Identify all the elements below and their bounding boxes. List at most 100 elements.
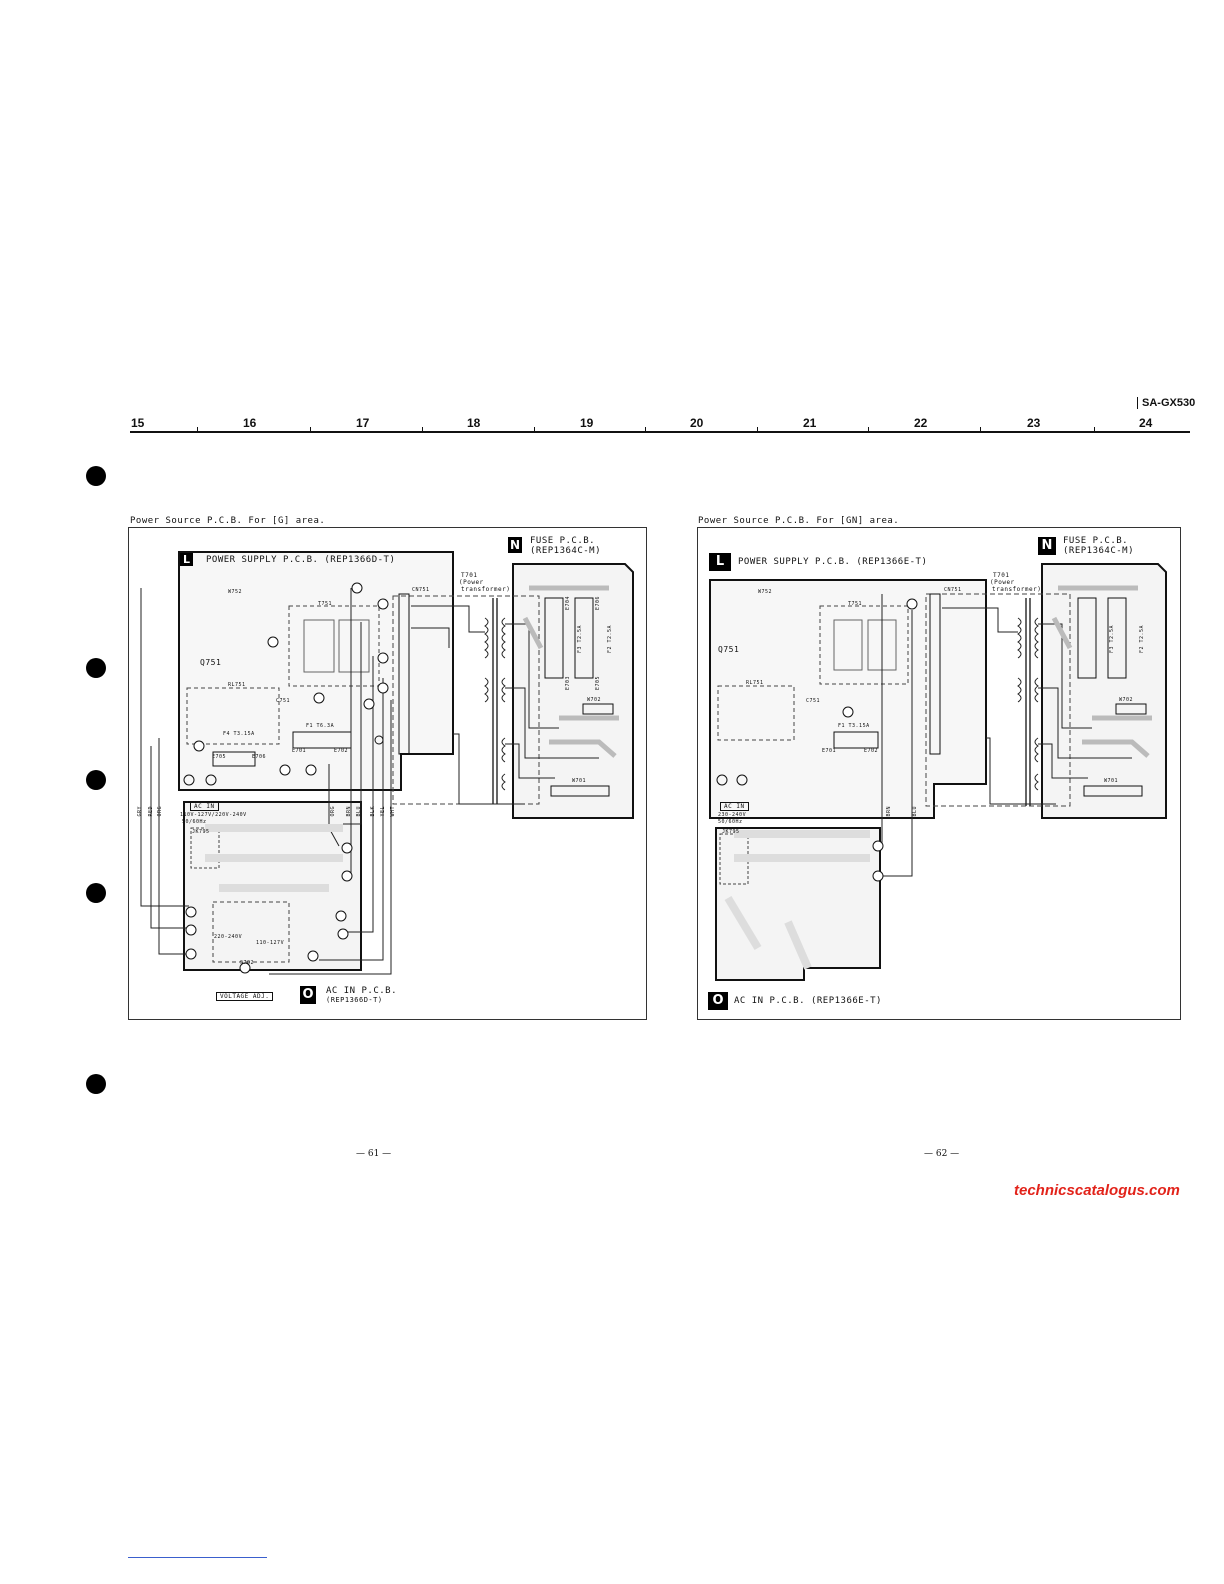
selector-label: 220-240V <box>214 934 243 940</box>
f4-fuse-outline <box>212 751 256 767</box>
cn751-connector <box>398 593 410 755</box>
component-ref: F1 T3.15A <box>838 723 870 729</box>
model-number: SA-GX530 <box>1137 397 1195 409</box>
component-ref: E701 <box>292 748 307 754</box>
wire-color-label: RED <box>148 806 154 817</box>
wire-color-label: BLU <box>356 806 362 817</box>
grid-tick <box>868 427 869 433</box>
wire <box>1038 687 1132 759</box>
selector-label: 110-127V <box>256 940 285 946</box>
binder-hole <box>86 658 106 678</box>
component-ref: E706 <box>595 595 602 611</box>
ac-in-label: AC IN <box>190 802 219 811</box>
grid-tick <box>980 427 981 433</box>
f3-fuse-outline <box>544 597 564 679</box>
component-ref: JK795 <box>722 829 740 835</box>
grid-number: 20 <box>690 416 704 430</box>
ac-spec: 50/60Hz <box>182 819 207 825</box>
power-supply-board-title: POWER SUPPLY P.C.B. (REP1366D-T) <box>206 555 396 565</box>
component-ref: E702 <box>334 748 349 754</box>
left-diagram-panel <box>128 527 647 1020</box>
binder-hole <box>86 466 106 486</box>
t701-secondary-coil-4 <box>1034 773 1039 791</box>
transformer-ref: T701 <box>461 572 478 579</box>
wire-color-label: WHT <box>390 806 396 817</box>
t701-secondary-coil-2 <box>501 677 506 703</box>
fuse-board-outline <box>512 563 634 819</box>
fuse-board-title: FUSE P.C.B. <box>1063 536 1129 546</box>
board-letter-badge: L <box>180 553 193 566</box>
transformer-desc: transformer) <box>992 586 1042 593</box>
component-ref: F3 T2.5A <box>1109 624 1116 654</box>
component-ref: E704 <box>565 595 572 611</box>
component-ref: E702 <box>864 748 879 754</box>
binder-hole <box>86 770 106 790</box>
f3-fuse-outline <box>1077 597 1097 679</box>
grid-tick <box>310 427 311 433</box>
component-ref: JK795 <box>192 829 210 835</box>
wire <box>505 623 559 729</box>
right-schematic <box>709 563 1167 981</box>
component-ref: W702 <box>1119 697 1134 703</box>
wire-red <box>150 746 189 929</box>
left-diagram-caption: Power Source P.C.B. For [G] area. <box>130 516 326 526</box>
component-ref: T751 <box>848 601 863 607</box>
grid-number: 16 <box>243 416 257 430</box>
component-ref: F3 T2.5A <box>577 624 584 654</box>
grid-tick <box>645 427 646 433</box>
grid-number: 24 <box>1139 416 1153 430</box>
grid-number: 17 <box>356 416 370 430</box>
grid-number: 21 <box>803 416 817 430</box>
wire <box>1038 623 1092 729</box>
t701-secondary-coil-3 <box>1034 737 1039 763</box>
board-letter-badge: L <box>709 553 731 571</box>
grid-tick <box>534 427 535 433</box>
board-letter-badge: N <box>508 537 522 553</box>
s702-outline <box>212 901 290 963</box>
wire-org <box>158 738 189 955</box>
component-ref: E706 <box>252 754 267 760</box>
component-ref: Q751 <box>200 658 222 667</box>
ac-in-board-title: AC IN P.C.B. <box>326 986 398 996</box>
component-ref: W702 <box>587 697 602 703</box>
w701-connector <box>550 785 610 797</box>
t701-primary-coil <box>1017 617 1022 659</box>
f1-fuse-outline <box>833 731 879 749</box>
component-ref: F2 T2.5A <box>1139 624 1146 654</box>
ac-in-board-part: (REP1366D-T) <box>326 996 383 1004</box>
wire <box>986 737 1056 805</box>
component-ref: RL751 <box>746 680 764 686</box>
component-ref: F4 T3.15A <box>223 731 255 737</box>
transformer-desc: transformer) <box>461 586 511 593</box>
ac-spec: 230-240V <box>718 812 747 818</box>
t701-secondary-coil <box>1034 617 1039 659</box>
grid-tick <box>422 427 423 433</box>
grid-tick <box>197 427 198 433</box>
grid-number: 15 <box>131 416 145 430</box>
component-ref: CN751 <box>412 587 430 593</box>
component-ref: T751 <box>318 601 333 607</box>
component-ref: W752 <box>228 589 243 595</box>
t701-primary-coil-2 <box>1017 677 1022 703</box>
wire-color-label: BLK <box>370 806 376 817</box>
component-ref: F2 T2.5A <box>607 624 614 654</box>
wire-color-label: GRY <box>137 806 143 817</box>
power-supply-board-outline <box>709 579 987 819</box>
ac-in-board-title: AC IN P.C.B. (REP1366E-T) <box>734 996 882 1006</box>
grid-number: 22 <box>914 416 928 430</box>
t701-secondary-coil-2 <box>1034 677 1039 703</box>
binder-hole <box>86 1074 106 1094</box>
component-ref: E705 <box>212 754 227 760</box>
rl751-outline <box>717 685 795 741</box>
wire-color-label: YEL <box>380 806 386 817</box>
ac-spec: 50/60Hz <box>718 819 743 825</box>
wire-color-label: BLU <box>912 806 918 817</box>
wire <box>942 607 1018 633</box>
wire <box>411 605 485 633</box>
component-ref: E703 <box>565 675 572 691</box>
jk795-outline <box>190 827 220 869</box>
t751-core-b <box>338 619 370 673</box>
component-ref: F1 T6.3A <box>306 723 335 729</box>
ac-spec: 110V-127V/220V-240V <box>180 812 247 818</box>
grid-number: 23 <box>1027 416 1041 430</box>
